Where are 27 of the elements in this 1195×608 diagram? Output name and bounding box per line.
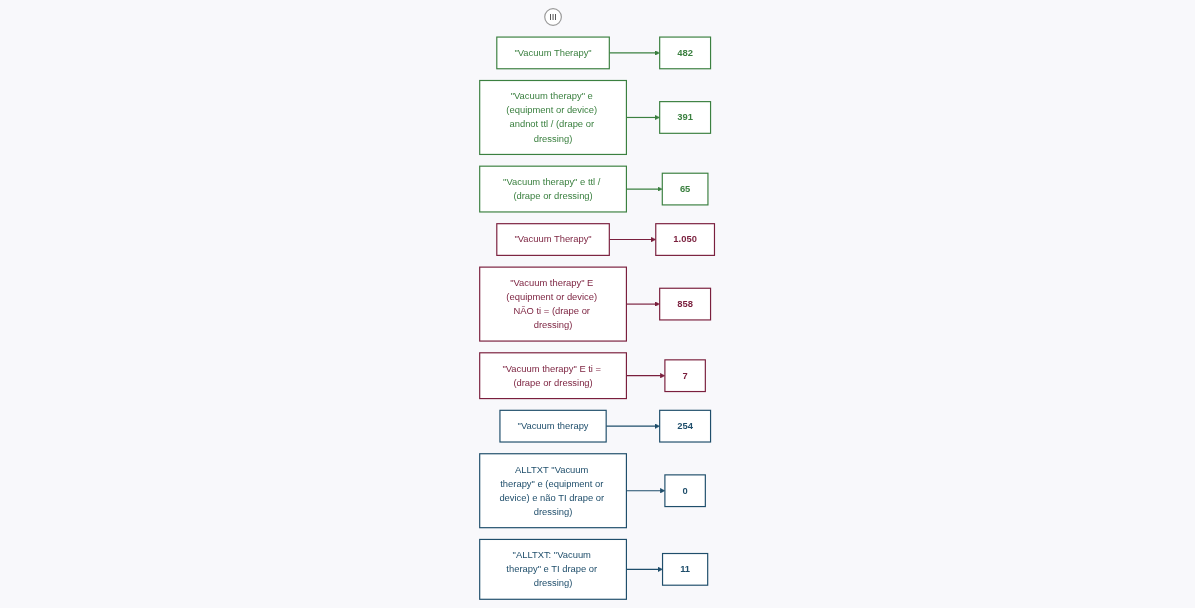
node-box: ALLTXT "Vacuum therapy" e (equipment or device) e não TI drape or dressing)	[479, 453, 628, 529]
arrow	[609, 50, 661, 56]
node-box: 65	[662, 172, 709, 206]
arrow	[626, 488, 666, 494]
node-box: 0	[664, 474, 707, 508]
arrow	[609, 236, 657, 243]
arrow	[626, 301, 661, 307]
node-box: 858	[659, 287, 712, 321]
node-box: "Vacuum therapy" E (equipment or device) NÃO ti = (drape or dressing)	[479, 266, 628, 342]
node-box: "Vacuum therapy	[499, 409, 608, 443]
node-box: "Vacuum Therapy"	[496, 36, 611, 70]
arrow	[626, 373, 666, 379]
node-circle: III	[544, 8, 563, 26]
node-box: 482	[659, 36, 712, 70]
arrow	[606, 423, 661, 429]
node-box: "Vacuum therapy" E ti = (drape or dressing)	[479, 352, 628, 400]
arrow	[626, 114, 661, 121]
node-box: "Vacuum Therapy"	[496, 223, 611, 256]
node-box: 7	[664, 359, 707, 393]
node-box: 11	[662, 552, 709, 586]
node-box: "ALLTXT: "Vacuum therapy" e TI drape or dressing)	[479, 538, 628, 600]
node-box: "Vacuum therapy" e ttl / (drape or dressing)	[479, 165, 628, 213]
node-box: "Vacuum therapy" e (equipment or device) andnot ttl / (drape or dressing)	[479, 79, 628, 156]
node-box: 391	[659, 101, 712, 134]
arrow	[626, 186, 663, 192]
node-box: 254	[659, 409, 712, 443]
node-box: 1.050	[655, 223, 716, 256]
